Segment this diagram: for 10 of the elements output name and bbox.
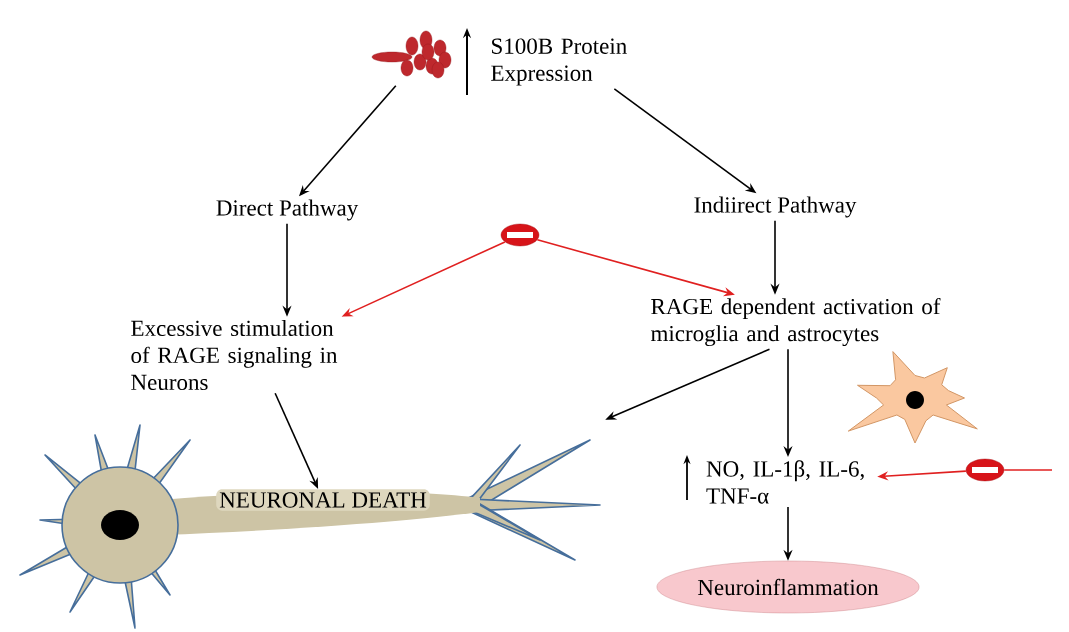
process-label: Excessive stimulation of RAGE signaling in Neurons <box>131 319 338 391</box>
process-label: RAGE dependent activation of microglia and astrocytes <box>651 297 941 347</box>
inhibitor-symbol <box>965 458 1005 482</box>
protein-label: S100B Protein Expression <box>491 38 627 86</box>
blood-cells-drawing <box>371 30 452 79</box>
cytokine-label: NO, IL-1β, IL-6, TNF-α <box>706 460 864 504</box>
pathway-label: Indiirect Pathway <box>694 196 857 218</box>
pathway-label: Direct Pathway <box>216 199 359 221</box>
inhibitor-symbol <box>500 223 540 247</box>
outcome-label: NEURONAL DEATH <box>216 489 430 511</box>
